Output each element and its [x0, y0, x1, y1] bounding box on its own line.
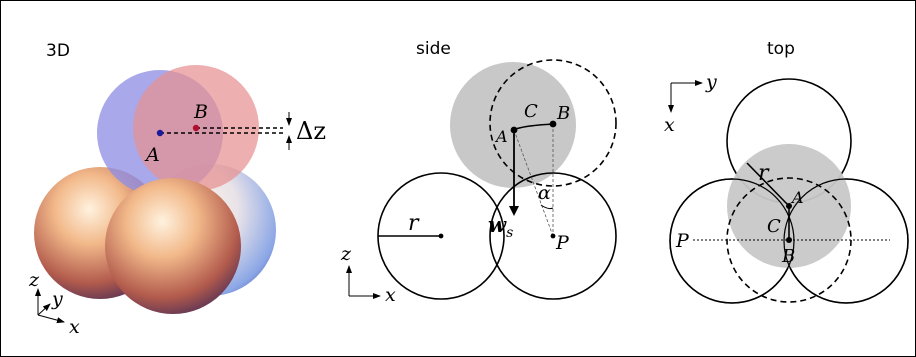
axis-x-top: x — [664, 114, 675, 136]
side-point-A — [510, 126, 518, 134]
panel-top-title: top — [767, 39, 795, 59]
panel-side: side r A C B α ws P z — [340, 39, 617, 306]
top-label-r: r — [758, 161, 770, 186]
top-radius-line — [746, 162, 790, 207]
side-sphere-right — [489, 172, 617, 300]
top-point-B — [786, 237, 792, 243]
top-label-C: C — [767, 216, 781, 237]
axes-3d: z y x — [28, 269, 80, 338]
panel-side-title: side — [416, 39, 451, 59]
label-A-3d: A — [144, 144, 160, 166]
axis-z-side: z — [340, 243, 352, 265]
dz-label: Δz — [296, 117, 326, 145]
side-label-B: B — [556, 103, 570, 124]
axes-top: y x — [664, 71, 717, 136]
side-label-A: A — [494, 127, 508, 146]
point-A-3d — [156, 129, 164, 137]
axis-z-3d: z — [28, 269, 40, 291]
panel-3d: 3D Δz A B z y x — [28, 41, 326, 338]
axis-x-side: x — [385, 284, 396, 306]
top-point-A — [786, 203, 792, 209]
side-label-P: P — [555, 232, 570, 254]
panel-top: top y x r A C B P — [664, 39, 909, 304]
side-label-C: C — [524, 101, 538, 122]
side-line-AP — [513, 129, 554, 237]
label-B-3d: B — [193, 101, 208, 123]
side-label-r: r — [408, 211, 420, 236]
axis-y-top: y — [705, 71, 717, 93]
axis-y-3d: y — [51, 288, 63, 310]
top-label-A: A — [790, 188, 804, 207]
side-point-P — [550, 233, 556, 239]
side-label-alpha: α — [538, 182, 551, 204]
panel-3d-title: 3D — [46, 41, 70, 61]
axes-side: z x — [340, 243, 396, 306]
top-sphere-left-outline — [669, 178, 795, 304]
side-sphere-B — [489, 59, 617, 187]
side-left-center — [438, 233, 444, 239]
top-label-P: P — [675, 230, 690, 252]
top-label-B: B — [781, 246, 795, 267]
side-point-B — [549, 120, 557, 128]
side-alpha-arc — [540, 204, 554, 210]
top-sphere-right-outline — [783, 178, 909, 304]
side-label-ws: ws — [488, 212, 513, 241]
axis-x-3d: x — [69, 316, 80, 338]
point-B-3d — [192, 124, 200, 132]
side-sphere-A — [450, 62, 576, 188]
sphere-front — [105, 178, 241, 314]
